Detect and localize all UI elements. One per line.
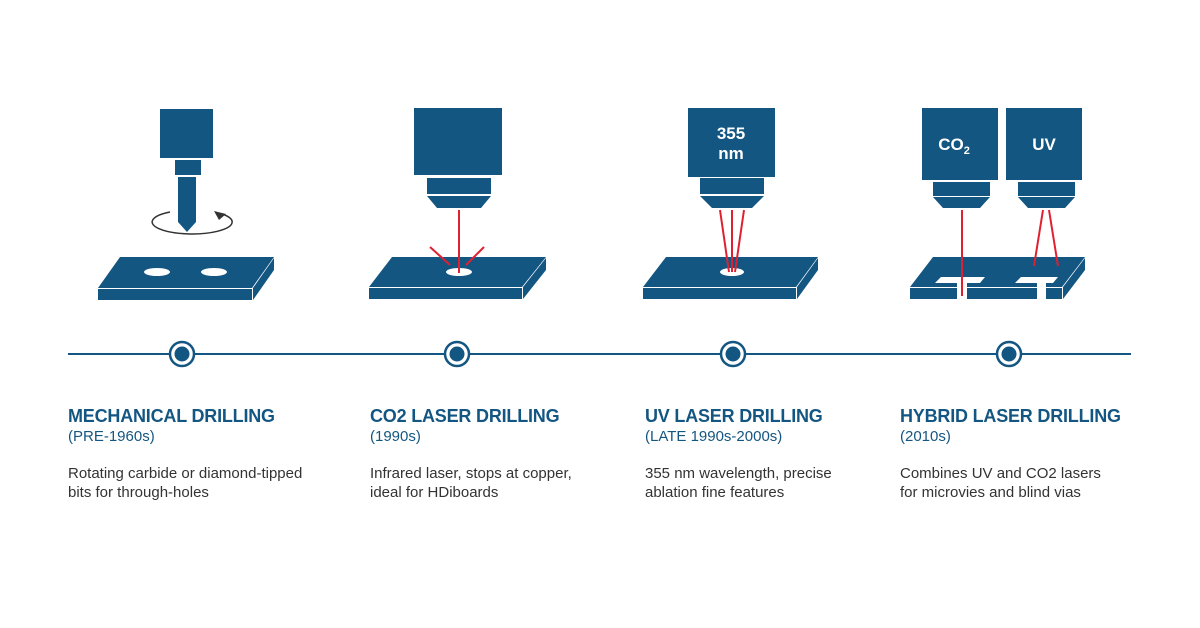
stage-title: MECHANICAL DRILLING bbox=[68, 406, 275, 426]
timeline-node bbox=[443, 340, 471, 368]
co2-laser-icon bbox=[369, 108, 546, 299]
hybrid-laser-icon: CO2 UV bbox=[910, 108, 1085, 300]
timeline-node bbox=[995, 340, 1023, 368]
timeline-node bbox=[719, 340, 747, 368]
stage-era: (1990s) bbox=[370, 428, 421, 445]
wavelength-label: 355 bbox=[717, 124, 745, 143]
stage-title: HYBRID LASER DRILLING bbox=[900, 406, 1121, 426]
stage-description: Infrared laser, stops at copper,ideal fo… bbox=[370, 465, 572, 501]
stage-hybrid: HYBRID LASER DRILLING (2010s) Combines U… bbox=[900, 405, 1200, 502]
rotation-arrow-icon bbox=[151, 211, 233, 235]
stage-title: CO2 LASER DRILLING bbox=[370, 406, 560, 426]
stage-title: UV LASER DRILLING bbox=[645, 406, 823, 426]
mechanical-drill-icon bbox=[98, 109, 274, 300]
stage-era: (PRE-1960s) bbox=[68, 428, 155, 445]
stage-co2: CO2 LASER DRILLING (1990s) Infrared lase… bbox=[370, 405, 670, 502]
timeline-nodes bbox=[168, 340, 1023, 368]
uv-label: UV bbox=[1032, 135, 1056, 154]
uv-laser-icon: 355 nm bbox=[643, 108, 818, 299]
stage-era: (LATE 1990s-2000s) bbox=[645, 428, 783, 445]
wavelength-unit-label: nm bbox=[718, 144, 744, 163]
co2-label: CO2 bbox=[938, 135, 970, 157]
stage-uv: UV LASER DRILLING (LATE 1990s-2000s) 355… bbox=[645, 405, 945, 502]
stage-mechanical: MECHANICAL DRILLING (PRE-1960s) Rotating… bbox=[68, 405, 368, 502]
stage-era: (2010s) bbox=[900, 428, 951, 445]
timeline-node bbox=[168, 340, 196, 368]
